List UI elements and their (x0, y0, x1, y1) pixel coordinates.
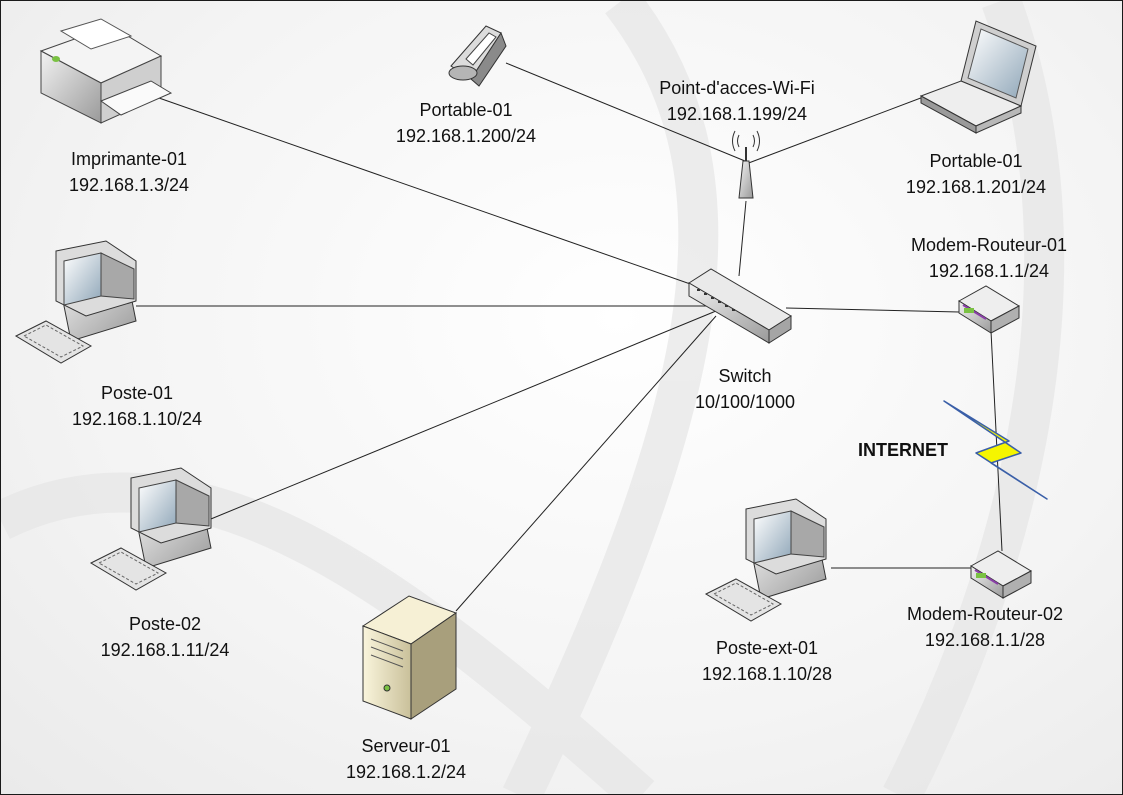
poste1-ip: 192.168.1.10/24 (71, 409, 203, 429)
link-server-switch (455, 315, 717, 612)
poste2-label: Poste-02 192.168.1.11/24 (101, 611, 230, 663)
phone-icon (448, 25, 507, 87)
printer-ip: 192.168.1.3/24 (68, 175, 190, 195)
printer-icon (39, 18, 173, 124)
server-ip: 192.168.1.2/24 (345, 762, 467, 782)
wifi-antenna-icon (732, 130, 760, 199)
switch-icon (688, 268, 792, 344)
modem1-ip: 192.168.1.1/24 (928, 261, 1050, 281)
background-swooshes (1, 1, 1065, 794)
posteext-label: Poste-ext-01 192.168.1.10/28 (702, 635, 832, 687)
link-modem1-modem2 (990, 330, 1003, 552)
link-switch-modem1 (785, 307, 960, 313)
poste1-label: Poste-01 192.168.1.10/24 (72, 380, 202, 432)
switch-name: Switch (718, 366, 772, 386)
link-poste2-switch (205, 310, 717, 522)
wifi-label: Point-d'acces-Wi-Fi 192.168.1.199/24 (659, 75, 814, 127)
switch-label: Switch 10/100/1000 (695, 363, 795, 415)
wifi-name: Point-d'acces-Wi-Fi (659, 78, 815, 98)
modem1-name: Modem-Routeur-01 (910, 235, 1068, 255)
server-label: Serveur-01 192.168.1.2/24 (346, 733, 466, 785)
poste2-name: Poste-02 (128, 614, 202, 634)
laptop-label: Portable-01 192.168.1.201/24 (906, 148, 1046, 200)
modem2-label: Modem-Routeur-02 192.168.1.1/28 (907, 601, 1063, 653)
laptop-name: Portable-01 (929, 151, 1023, 171)
internet-bolt-icon (943, 400, 1048, 500)
printer-label: Imprimante-01 192.168.1.3/24 (69, 146, 189, 198)
modem2-ip: 192.168.1.1/28 (924, 630, 1046, 650)
phone-name: Portable-01 (419, 100, 513, 120)
laptop-ip: 192.168.1.201/24 (905, 177, 1047, 197)
switch-speed: 10/100/1000 (694, 392, 796, 412)
wifi-ip: 192.168.1.199/24 (666, 104, 808, 124)
posteext-name: Poste-ext-01 (715, 638, 819, 658)
link-printer-switch (158, 97, 717, 294)
internet-label: INTERNET (858, 440, 948, 460)
phone-label: Portable-01 192.168.1.200/24 (396, 97, 536, 149)
link-laptop-wifi (745, 95, 927, 165)
link-phone-wifi (505, 62, 746, 162)
link-wifi-switch (738, 200, 747, 277)
modem1-label: Modem-Routeur-01 192.168.1.1/24 (911, 232, 1067, 284)
modem-router-01-icon (958, 285, 1021, 334)
poste-01-icon (14, 240, 137, 364)
laptop-icon (919, 20, 1037, 134)
posteext-ip: 192.168.1.10/28 (701, 664, 833, 684)
phone-ip: 192.168.1.200/24 (395, 126, 537, 146)
modem2-name: Modem-Routeur-02 (906, 604, 1064, 624)
server-icon (361, 595, 458, 720)
poste2-ip: 192.168.1.11/24 (100, 640, 230, 660)
poste1-name: Poste-01 (100, 383, 174, 403)
poste-ext-01-icon (704, 498, 827, 622)
printer-name: Imprimante-01 (70, 149, 188, 169)
poste-02-icon (89, 467, 212, 591)
modem-router-02-icon (970, 550, 1033, 599)
connection-lines (136, 62, 1003, 612)
server-name: Serveur-01 (361, 736, 451, 756)
